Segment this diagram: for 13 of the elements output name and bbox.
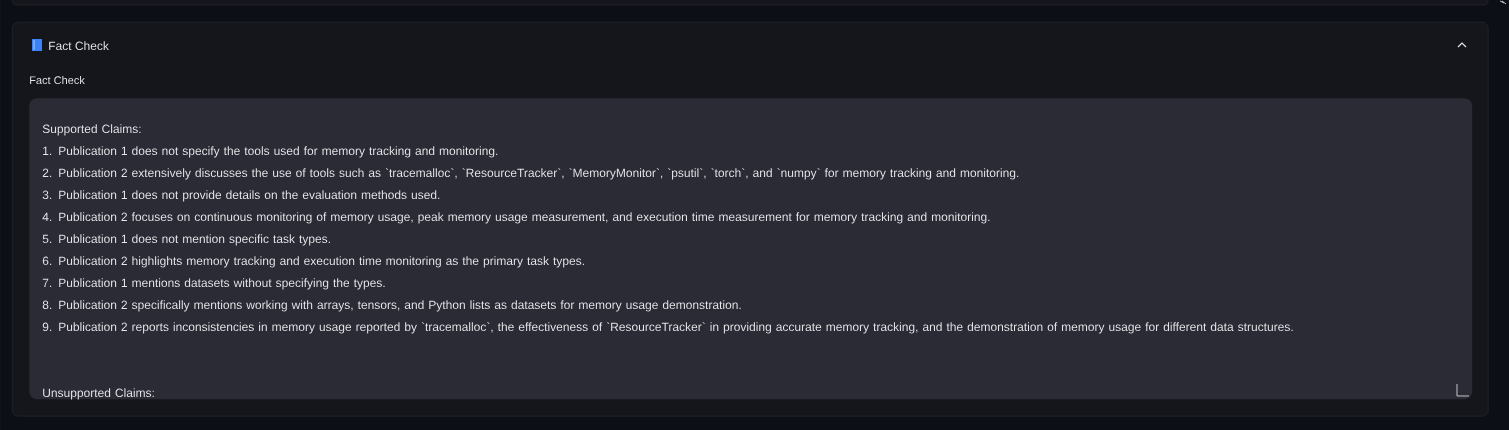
claim-text: 7. Publication 1 mentions datasets without specifying the types. bbox=[42, 278, 385, 290]
claim-text: 4. Publication 2 focuses on continuous monitoring of memory usage, peak memory usage measurement, and execution time measurement for memory tracking and monitoring. bbox=[42, 212, 990, 224]
claim-text: 2. Publication 2 extensively discusses the use of tools such as `tracemalloc`, `ResourceTracker`, `MemoryMonitor`, `psutil`, `torch`, and `numpy` for memory tracking and monitoring. bbox=[42, 168, 1019, 180]
claim-text: 6. Publication 2 highlights memory tracking and execution time monitoring as the primary task types. bbox=[42, 256, 584, 268]
claim-text: 8. Publication 2 specifically mentions working with arrays, tensors, and Python lists as datasets for memory usage demonstration. bbox=[42, 300, 741, 312]
claim-text: 9. Publication 2 reports inconsistencies in memory usage reported by `tracemalloc`, the effectiveness of `ResourceTracker` in providing accurate memory tracking, and the demonstration of memory usage for different data structures. bbox=[42, 322, 1293, 334]
claim-text: 5. Publication 1 does not mention specific task types. bbox=[42, 234, 330, 246]
section-heading: Unsupported Claims: bbox=[43, 388, 154, 400]
claim-text: 1. Publication 1 does not specify the tools used for memory tracking and monitoring. bbox=[43, 146, 498, 158]
claim-text: 3. Publication 1 does not provide details on the evaluation methods used. bbox=[42, 190, 440, 202]
panel-title: Fact Check bbox=[49, 41, 109, 51]
field-label: Fact Check bbox=[30, 76, 85, 85]
section-heading: Supported Claims: bbox=[42, 124, 141, 136]
